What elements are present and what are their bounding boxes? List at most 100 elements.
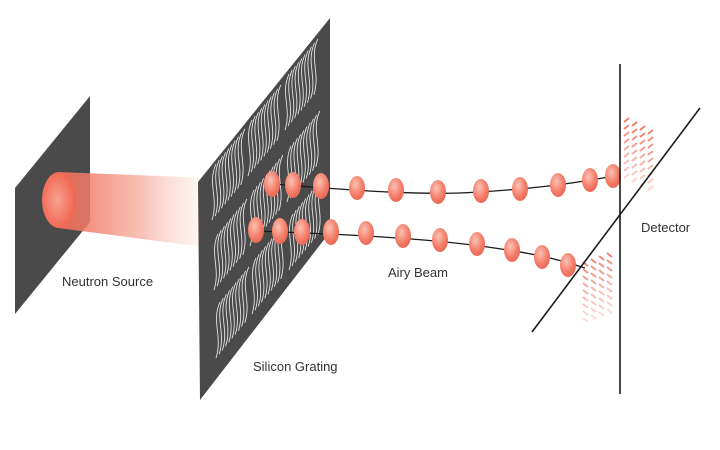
detector-fringe — [606, 287, 613, 293]
detector-fringe — [598, 290, 605, 296]
grating-slit — [264, 242, 270, 299]
detector-fringe — [590, 286, 597, 292]
detector-fringe — [606, 266, 613, 272]
detector-fringe — [590, 314, 597, 320]
beam-spot — [264, 171, 280, 197]
detector-fringe — [582, 275, 589, 281]
beam-spot — [430, 180, 446, 204]
detector-fringe — [647, 164, 654, 170]
grating-slit — [215, 301, 221, 359]
grating-slit — [297, 58, 303, 115]
detector-fringe — [631, 128, 638, 134]
grating-slit — [306, 46, 312, 103]
detector-fringe — [647, 185, 654, 191]
grating-slit — [247, 119, 253, 177]
grating-slit — [269, 92, 275, 149]
beam-spot — [323, 219, 339, 245]
detector-fringe — [623, 173, 630, 179]
grating-slit — [223, 222, 229, 279]
beam-spot — [504, 238, 520, 262]
grating-slit — [270, 234, 276, 291]
grating-slit — [276, 84, 282, 142]
beam-spot — [432, 228, 448, 252]
detector-fringe — [590, 258, 597, 264]
detector-fringe — [590, 279, 597, 285]
grating-slit — [228, 286, 234, 343]
beam-spot — [512, 177, 528, 201]
grating-slit — [305, 122, 311, 179]
grating-slit — [287, 69, 293, 127]
detector-fringe — [623, 124, 630, 130]
grating-slit — [266, 96, 272, 153]
beam-aperture — [42, 172, 76, 228]
detector-fringe — [623, 159, 630, 165]
neutron-source — [15, 96, 212, 314]
grating-slit — [299, 130, 305, 187]
detector-fringe — [631, 177, 638, 183]
beam-spot — [358, 221, 374, 245]
detector-fringe — [647, 129, 654, 135]
grating-slit — [291, 209, 297, 267]
detector-fringe — [639, 125, 646, 131]
detector-fringe — [631, 163, 638, 169]
beam-spot — [560, 253, 576, 277]
grating-slit — [234, 278, 240, 335]
grating-slit — [224, 148, 230, 205]
detector-fringe — [639, 139, 646, 145]
grating-slit — [257, 108, 263, 165]
detector-fringe — [647, 178, 654, 184]
detector-fringe — [623, 145, 630, 151]
detector-fringe — [590, 272, 597, 278]
detector-fringe — [598, 311, 605, 317]
grating-slit — [230, 140, 236, 197]
grating-slit — [221, 294, 227, 351]
detector-fringe — [639, 174, 646, 180]
detector-fringe — [598, 269, 605, 275]
grating-slit — [263, 100, 269, 157]
detector-fringe — [631, 135, 638, 141]
grating-slit — [237, 132, 243, 189]
grating-slit — [307, 190, 313, 247]
detector-fringe — [623, 166, 630, 172]
grating-slit — [308, 118, 314, 175]
grating-slit — [260, 104, 266, 161]
detector-fringe — [647, 136, 654, 142]
grating-slit — [286, 145, 292, 203]
grating-slit — [267, 238, 273, 295]
grating-slit — [240, 128, 246, 186]
detector-fringe — [606, 280, 613, 286]
grating-slit — [254, 253, 260, 311]
beam-path-lower — [254, 230, 586, 269]
detector-fringe — [590, 307, 597, 313]
detector-fringe — [598, 297, 605, 303]
grating-panel — [198, 18, 330, 400]
beam-spot — [395, 224, 411, 248]
detector-fringe — [623, 152, 630, 158]
grating-slit — [232, 210, 238, 267]
grating-slit — [235, 206, 241, 263]
detector-pattern — [582, 117, 654, 323]
beam-spot — [605, 164, 621, 188]
detector-fringe — [598, 283, 605, 289]
grating-lines — [211, 38, 323, 359]
grating-slit — [310, 42, 316, 99]
grating-slit — [217, 156, 223, 213]
grating-slit — [288, 213, 294, 271]
detector-fringe — [623, 117, 630, 123]
neutron-beam — [58, 172, 212, 248]
neutron-source-label: Neutron Source — [62, 274, 153, 289]
beam-spot — [294, 219, 310, 245]
grating-slit — [214, 159, 220, 217]
grating-slit — [253, 112, 259, 169]
detector-fringe — [639, 167, 646, 173]
detector-fringe — [598, 276, 605, 282]
airy-beam-label: Airy Beam — [388, 265, 448, 280]
detector-fringe — [606, 301, 613, 307]
grating-slit — [302, 126, 308, 183]
grating-slit — [294, 62, 300, 119]
grating-slit — [221, 152, 227, 209]
detector-fringe — [606, 259, 613, 265]
beam-spot — [272, 218, 288, 244]
beam-spot — [388, 178, 404, 202]
beam-spot — [349, 176, 365, 200]
